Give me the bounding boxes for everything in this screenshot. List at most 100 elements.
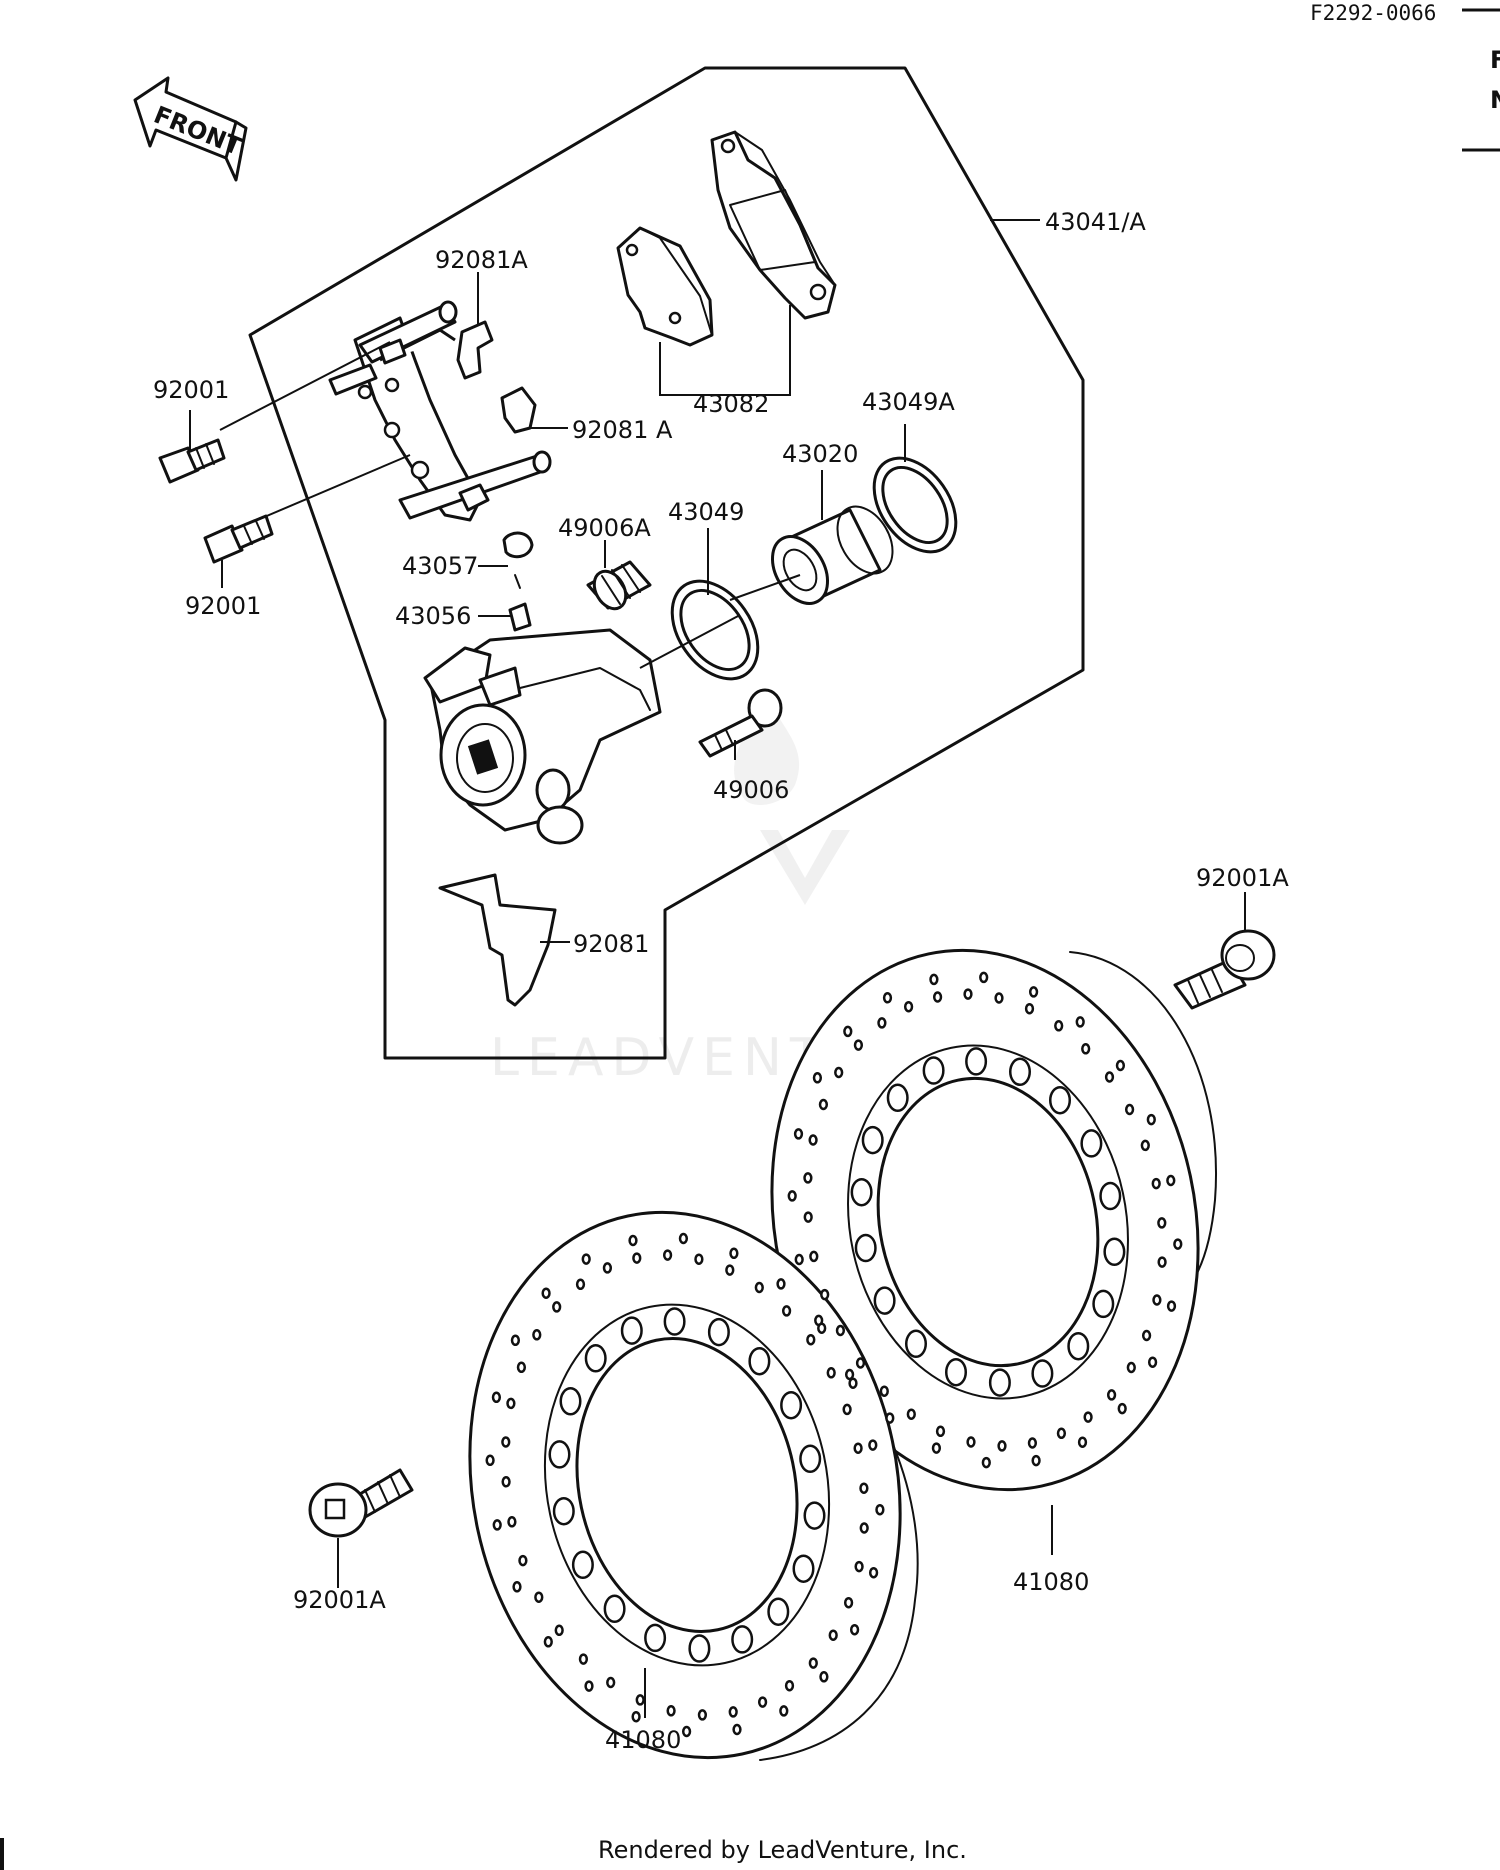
vent-hole	[834, 1066, 844, 1079]
vent-hole	[632, 1252, 642, 1264]
bolt-92001-top	[158, 438, 226, 484]
piston-seal-43049	[670, 579, 760, 681]
label-43041A: 43041/A	[1045, 208, 1146, 236]
pad-spring-mid	[500, 386, 537, 434]
vent-hole	[1099, 1181, 1122, 1211]
vent-hole	[575, 1278, 586, 1291]
dust-seal-43049A	[872, 456, 958, 554]
vent-hole	[584, 1680, 594, 1692]
vent-hole	[559, 1387, 582, 1416]
brake-pad-left	[616, 226, 714, 347]
vent-hole	[1147, 1356, 1158, 1368]
vent-hole	[854, 1233, 877, 1263]
vent-hole	[1115, 1059, 1126, 1072]
vent-hole	[628, 1234, 638, 1247]
figure-code: F2292-0066	[1310, 1, 1436, 25]
vent-hole	[552, 1301, 562, 1313]
vent-hole	[578, 1653, 589, 1665]
vent-hole	[963, 988, 973, 1000]
vent-hole	[510, 1334, 521, 1347]
vent-hole	[828, 1629, 838, 1641]
vent-hole	[903, 1000, 914, 1013]
vent-hole	[666, 1705, 676, 1717]
label-41080-right: 41080	[1013, 1568, 1089, 1596]
vent-hole	[1054, 1020, 1064, 1032]
right-edge-text-2: N	[1490, 86, 1500, 114]
vent-hole	[507, 1516, 517, 1528]
label-43020: 43020	[782, 440, 858, 468]
vent-hole	[501, 1476, 511, 1488]
vent-hole	[861, 1125, 884, 1155]
vent-hole	[1080, 1129, 1103, 1158]
vent-hole	[620, 1316, 643, 1345]
vent-hole	[554, 1624, 564, 1637]
vent-hole	[1117, 1402, 1127, 1415]
vent-hole	[581, 1253, 591, 1265]
disc-vent-holes	[485, 971, 1183, 1738]
vent-hole	[767, 1597, 790, 1626]
vent-hole	[1152, 1294, 1162, 1306]
vent-hole	[1146, 1113, 1156, 1126]
vent-hole	[688, 1634, 711, 1663]
piston-43020	[771, 505, 894, 605]
vent-hole	[678, 1232, 689, 1245]
vent-hole	[850, 1177, 873, 1207]
vent-hole	[929, 973, 939, 986]
vent-hole	[853, 1039, 864, 1051]
vent-hole	[663, 1307, 686, 1336]
vent-hole	[826, 1367, 836, 1379]
bleeder-link	[514, 574, 521, 589]
vent-hole	[1103, 1237, 1126, 1267]
vent-hole	[843, 1025, 853, 1038]
vent-hole	[780, 1390, 803, 1420]
vent-hole	[1104, 1071, 1115, 1083]
vent-hole	[725, 1264, 735, 1276]
vent-hole	[1124, 1103, 1135, 1116]
vent-hole	[966, 1436, 976, 1448]
disc-bolt-92001A-left	[308, 1468, 414, 1538]
vent-hole	[849, 1623, 860, 1636]
vent-hole	[935, 1425, 946, 1438]
vent-hole	[731, 1625, 754, 1654]
label-43056: 43056	[395, 602, 471, 630]
vent-hole	[1049, 1085, 1071, 1115]
vent-hole	[548, 1440, 571, 1469]
vent-hole	[779, 1705, 789, 1717]
bleeder-cap	[502, 531, 534, 559]
vent-hole	[808, 1657, 818, 1669]
vent-hole	[1024, 1002, 1035, 1015]
vent-hole	[635, 1694, 645, 1706]
vent-hole	[728, 1706, 738, 1718]
vent-hole	[543, 1636, 553, 1648]
vent-hole	[602, 1262, 613, 1274]
vent-hole	[1031, 1454, 1041, 1467]
vent-hole	[534, 1591, 544, 1603]
vent-hole	[1106, 1389, 1117, 1401]
vent-hole	[848, 1377, 858, 1389]
part-labels: 43041/A 92081A 92081 A 43082 43049A 4302…	[153, 208, 1289, 1754]
vent-hole	[1157, 1217, 1167, 1229]
anti-rattle-spring-92081	[438, 873, 557, 1007]
label-43049A: 43049A	[862, 388, 955, 416]
vent-hole	[885, 1412, 895, 1424]
vent-hole	[859, 1482, 869, 1494]
label-43049: 43049	[668, 498, 744, 526]
vent-hole	[792, 1554, 815, 1583]
label-92081: 92081	[573, 930, 649, 958]
vent-hole	[794, 1253, 804, 1266]
vent-hole	[868, 1566, 879, 1579]
vent-hole	[644, 1623, 667, 1653]
vent-hole	[681, 1725, 692, 1738]
vent-hole	[541, 1287, 551, 1299]
vent-hole	[994, 992, 1004, 1004]
brake-disc-left	[468, 1210, 919, 1761]
vent-hole	[844, 1368, 855, 1381]
vent-hole	[854, 1560, 864, 1573]
vent-hole	[1151, 1177, 1161, 1190]
vent-hole	[518, 1554, 528, 1567]
vent-hole	[1031, 1359, 1054, 1388]
vent-hole	[1092, 1289, 1115, 1319]
vent-hole	[882, 992, 893, 1004]
vent-hole	[820, 1288, 830, 1301]
vent-hole	[1126, 1361, 1136, 1374]
